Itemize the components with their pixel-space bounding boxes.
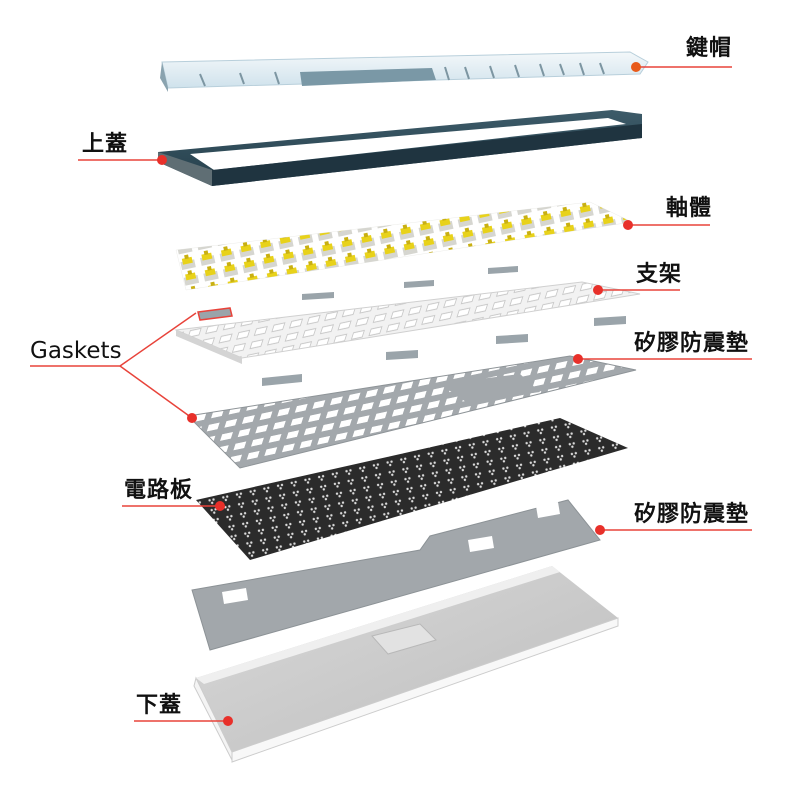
- label-plate-foam: 矽膠防震墊: [634, 331, 750, 356]
- dot-keycaps: [631, 62, 641, 72]
- dot-pcb: [215, 501, 225, 511]
- keycaps-layer: [160, 51, 649, 92]
- dot-bottom-foam: [595, 525, 605, 535]
- label-bottom-foam: 矽膠防震墊: [634, 502, 750, 527]
- pcb-layer: [196, 418, 628, 560]
- label-gaskets: Gaskets: [30, 338, 122, 364]
- plate-layer: [174, 281, 641, 364]
- label-bottom-case: 下蓋: [136, 693, 183, 718]
- label-switches: 軸體: [666, 196, 713, 221]
- spacebar-key: [300, 68, 436, 86]
- label-plate: 支架: [636, 262, 683, 287]
- dot-plate-foam: [573, 354, 583, 364]
- bottom-case-layer: [193, 566, 619, 763]
- gaskets-upper: [197, 266, 518, 321]
- dot-gasket: [187, 413, 197, 423]
- switches-layer: [175, 201, 633, 291]
- label-top-case: 上蓋: [82, 132, 129, 157]
- dot-plate: [593, 285, 603, 295]
- dot-switches: [623, 220, 633, 230]
- usb-port-housing: [371, 623, 437, 655]
- leader-lines: [30, 66, 752, 722]
- label-pcb: 電路板: [124, 478, 194, 503]
- callout-dots: [157, 62, 641, 726]
- dot-bottom-case: [223, 716, 233, 726]
- label-keycaps: 鍵帽: [686, 36, 733, 61]
- gaskets-lower: [262, 316, 626, 386]
- gasket-highlighted: [197, 307, 233, 321]
- dot-top-case: [157, 155, 167, 165]
- top-case-layer: [158, 110, 642, 186]
- leader-gasket-lower: [119, 365, 193, 419]
- bottom-foam-layer: [191, 499, 601, 651]
- plate-foam-layer: [186, 355, 637, 469]
